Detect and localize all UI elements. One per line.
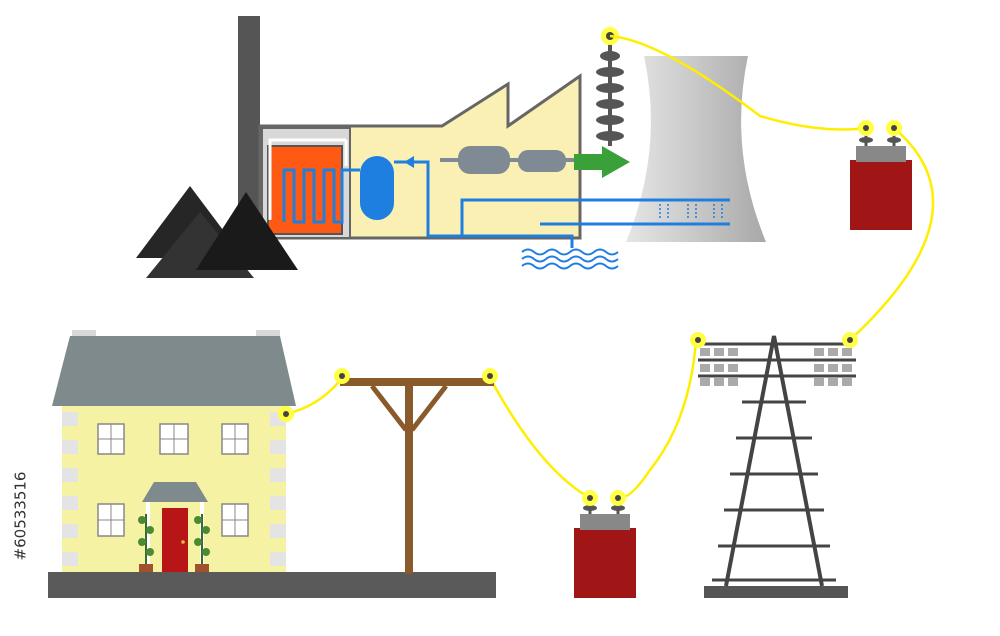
station-insulator-icon: [596, 27, 624, 146]
utility-pole-icon: [334, 368, 498, 574]
wire-pylon-to-transformer: [617, 339, 698, 500]
water-source-icon: [521, 248, 619, 270]
coal-pile-icon: [136, 186, 298, 278]
front-door-icon: [162, 508, 188, 572]
cooling-tower-icon: [626, 56, 766, 242]
power-station: [238, 16, 730, 270]
stock-id-label: #60533516: [2, 416, 38, 616]
roof: [52, 336, 296, 406]
wire-transformer-to-pole: [488, 377, 591, 500]
wire-transformer-to-pylon: [849, 127, 935, 341]
water-drum-icon: [360, 156, 394, 220]
step-down-transformer-icon: [574, 490, 636, 598]
wire-station-to-transformer: [609, 34, 867, 131]
step-up-transformer-icon: [850, 120, 912, 230]
boiler-coil: [282, 168, 360, 224]
valve-icon: [404, 156, 414, 168]
porch-roof: [142, 482, 208, 502]
stock-id-text: #60533516: [11, 471, 30, 561]
ground: [48, 572, 496, 598]
water-pipe: [394, 160, 574, 248]
steam-pipe: [268, 138, 346, 220]
house-icon: [52, 330, 296, 572]
wire-pole-to-house: [285, 377, 343, 416]
chimney: [238, 16, 260, 246]
generator-icon: [518, 150, 566, 172]
pylon-icon: [690, 332, 858, 598]
output-arrow-icon: [574, 146, 630, 178]
plant-icon: [138, 514, 210, 572]
